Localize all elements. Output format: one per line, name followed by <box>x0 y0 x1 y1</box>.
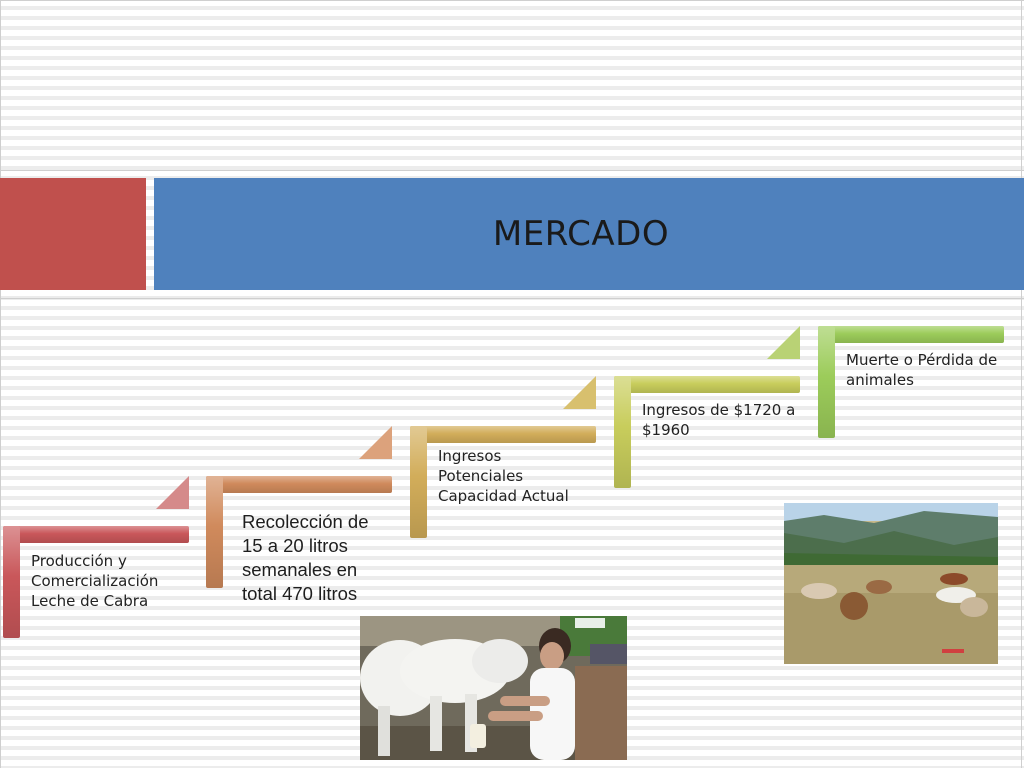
step-collection-label: Recolección de 15 a 20 litros semanales … <box>242 511 369 604</box>
step-label: Ingresos Potenciales Capacidad Actual <box>438 447 569 505</box>
slide-frame-top <box>0 0 1024 1</box>
slide-title: MERCADO <box>492 214 670 254</box>
band-divider-bottom <box>0 298 1024 299</box>
step-bar <box>206 476 392 493</box>
step-arrow-3 <box>359 426 392 459</box>
step-label: Ingresos de $1720 a $1960 <box>642 401 796 439</box>
step-label: Producción y Comercialización Leche de C… <box>31 552 159 610</box>
step-bar <box>3 526 189 543</box>
step-bar <box>410 426 596 443</box>
milking-photo <box>360 616 627 760</box>
slide-frame-left <box>0 0 1 768</box>
step-arrow-5 <box>767 326 800 359</box>
step-bar <box>614 376 800 393</box>
step-stem <box>818 326 835 438</box>
slide-frame-right <box>1021 0 1022 768</box>
title-accent-block <box>0 178 146 290</box>
step-label: Muerte o Pérdida de animales <box>846 351 998 389</box>
title-band <box>154 178 1024 290</box>
step-arrow-4 <box>563 376 596 409</box>
step-bar <box>818 326 1004 343</box>
step-arrow-2 <box>156 476 189 509</box>
step-stem <box>614 376 631 488</box>
step-stem <box>206 476 223 588</box>
pasture-photo <box>784 503 998 664</box>
band-divider-top <box>0 170 1024 171</box>
step-stem <box>410 426 427 538</box>
step-stem <box>3 526 20 638</box>
